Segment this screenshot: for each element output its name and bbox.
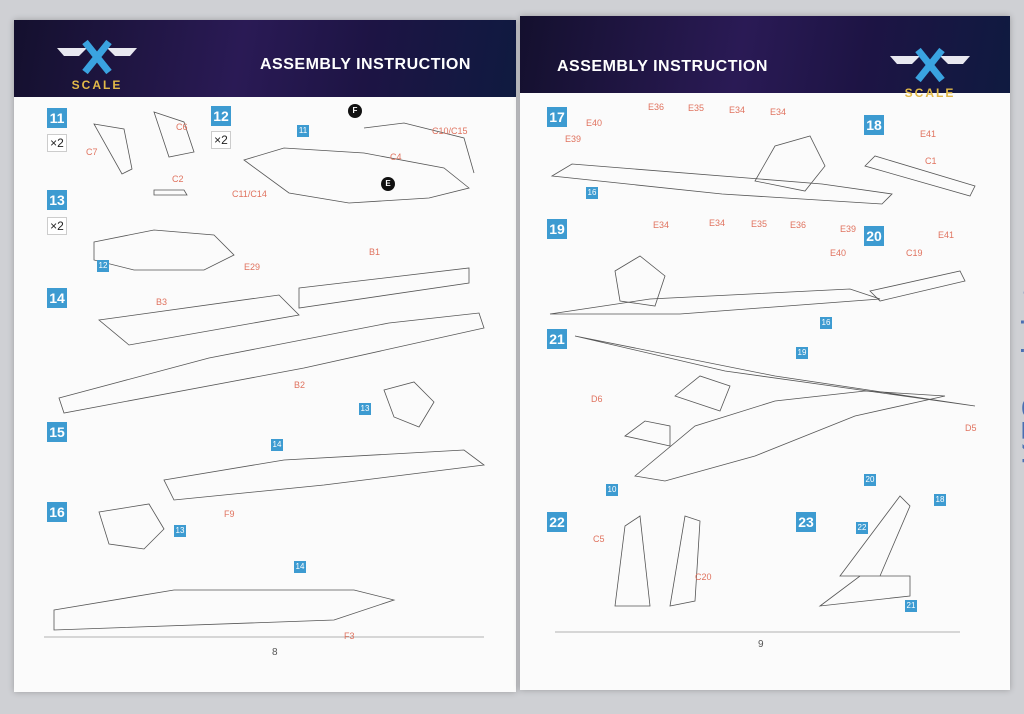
winged-x-icon xyxy=(890,47,970,83)
winged-x-icon xyxy=(57,39,137,75)
part-label: E29 xyxy=(244,262,261,272)
ref-badge: 14 xyxy=(294,561,306,573)
part-label: B2 xyxy=(294,380,306,390)
part-label: F3 xyxy=(344,631,355,641)
callout-e: E xyxy=(381,177,395,191)
step-13-badge: 13 xyxy=(47,190,67,210)
ref-badge: 19 xyxy=(796,347,808,359)
part-label: C7 xyxy=(86,147,98,157)
part-label: C2 xyxy=(172,174,184,184)
part-label: C10/C15 xyxy=(432,126,468,136)
ref-badge: 10 xyxy=(606,484,618,496)
right-page: ASSEMBLY INSTRUCTION SCALE 17 18 19 20 2… xyxy=(520,16,1010,690)
part-label: E34 xyxy=(709,218,726,228)
assembly-drawings xyxy=(549,135,976,633)
step-16-badge: 16 xyxy=(47,502,67,522)
part-label: E41 xyxy=(938,230,955,240)
step-23-badge: 23 xyxy=(796,512,816,532)
part-label: C4 xyxy=(390,152,402,162)
step-11-badge: 11 xyxy=(47,108,67,128)
ref-badge: 16 xyxy=(586,187,598,199)
part-label: D5 xyxy=(965,423,977,433)
page-number: 8 xyxy=(272,647,278,658)
part-label: E36 xyxy=(648,102,665,112)
left-page: SCALE ASSEMBLY INSTRUCTION 11 ×2 12 ×2 1… xyxy=(14,20,516,692)
part-label: C19 xyxy=(906,248,923,258)
part-label: E39 xyxy=(840,224,857,234)
quantity-badge: ×2 xyxy=(47,134,67,152)
header-title: ASSEMBLY INSTRUCTION xyxy=(260,56,471,73)
part-label: C5 xyxy=(593,534,605,544)
ref-badge: 14 xyxy=(271,439,283,451)
part-label: C20 xyxy=(695,572,712,582)
part-label: E36 xyxy=(790,220,807,230)
logo-text: SCALE xyxy=(71,78,123,92)
part-label: E34 xyxy=(770,107,787,117)
part-label: E34 xyxy=(729,105,746,115)
step-17-badge: 17 xyxy=(547,107,567,127)
page-number: 9 xyxy=(758,639,764,650)
assembly-drawings xyxy=(44,111,486,638)
part-label: E34 xyxy=(653,220,670,230)
ref-badge: 18 xyxy=(934,494,946,506)
part-label: E40 xyxy=(586,118,603,128)
part-label: C1 xyxy=(925,156,937,166)
ref-badge: 13 xyxy=(359,403,371,415)
part-label: E41 xyxy=(920,129,937,139)
watermark: KFS-miniatures xyxy=(1016,216,1024,465)
part-label: C11/C14 xyxy=(232,189,267,199)
header-title: ASSEMBLY INSTRUCTION xyxy=(557,58,768,75)
quantity-badge: ×2 xyxy=(47,217,67,235)
ref-badge: 11 xyxy=(297,125,309,137)
part-label: F9 xyxy=(224,509,235,519)
step-12-badge: 12 xyxy=(211,106,231,126)
ref-badge: 20 xyxy=(864,474,876,486)
part-label: E35 xyxy=(688,103,705,113)
header-band xyxy=(520,16,1010,93)
step-14-badge: 14 xyxy=(47,288,67,308)
part-label: E40 xyxy=(830,248,847,258)
part-label: B1 xyxy=(369,247,381,257)
callout-f: F xyxy=(348,104,362,118)
part-label: D6 xyxy=(591,394,603,404)
ref-badge: 16 xyxy=(820,317,832,329)
part-label: B3 xyxy=(156,297,168,307)
ref-badge: 22 xyxy=(856,522,868,534)
step-18-badge: 18 xyxy=(864,115,884,135)
step-20-badge: 20 xyxy=(864,226,884,246)
step-15-badge: 15 xyxy=(47,422,67,442)
ref-badge: 13 xyxy=(174,525,186,537)
part-label: C6 xyxy=(176,122,188,132)
ref-badge: 21 xyxy=(905,600,917,612)
step-21-badge: 21 xyxy=(547,329,567,349)
logo-text: SCALE xyxy=(904,86,956,100)
part-label: E35 xyxy=(751,219,768,229)
part-label: E39 xyxy=(565,134,582,144)
step-19-badge: 19 xyxy=(547,219,567,239)
ref-badge: 12 xyxy=(97,260,109,272)
quantity-badge: ×2 xyxy=(211,131,231,149)
xscale-logo: SCALE xyxy=(885,46,975,100)
step-22-badge: 22 xyxy=(547,512,567,532)
xscale-logo: SCALE xyxy=(52,38,142,92)
